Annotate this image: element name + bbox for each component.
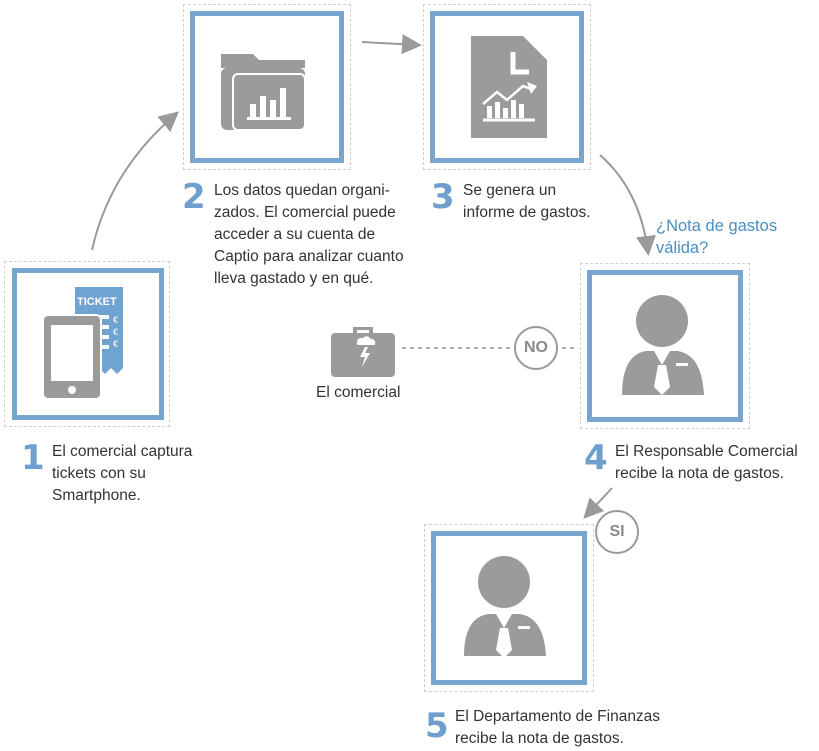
step-2-number: 2 bbox=[182, 177, 206, 217]
step-2-text: Los datos quedan organi- zados. El comer… bbox=[214, 180, 404, 290]
smartphone-ticket-icon: € € € TICKET bbox=[42, 287, 123, 400]
step-1-line-3: Smartphone. bbox=[52, 487, 141, 504]
step-4-line-2: recibe la nota de gastos. bbox=[615, 465, 784, 482]
step-5-frame bbox=[431, 531, 587, 685]
step-1-number: 1 bbox=[21, 438, 45, 478]
step-2-line-5: lleva gastado y en qué. bbox=[214, 270, 374, 287]
briefcase-icon bbox=[331, 327, 395, 377]
step-1-line-2: tickets con su bbox=[52, 465, 146, 482]
smartphone-icon bbox=[42, 314, 102, 400]
step-3-text: Se genera un informe de gastos. bbox=[463, 180, 591, 224]
step-4-outer-frame bbox=[580, 263, 750, 429]
svg-text:€: € bbox=[113, 315, 118, 325]
arrow-3-to-4 bbox=[599, 154, 656, 256]
step-3-number: 3 bbox=[431, 177, 455, 217]
step-3-line-2: informe de gastos. bbox=[463, 204, 591, 221]
svg-text:€: € bbox=[113, 339, 118, 349]
step-3-line-1: Se genera un bbox=[463, 182, 557, 199]
step-4-number: 4 bbox=[584, 438, 608, 478]
ticket-label: TICKET bbox=[77, 296, 117, 308]
step-5-line-2: recibe la nota de gastos. bbox=[455, 730, 624, 747]
step-2-line-2: zados. El comercial puede bbox=[214, 204, 396, 221]
step-3-frame bbox=[430, 11, 584, 163]
question-line-2: válida? bbox=[656, 239, 709, 257]
arrow-1-to-2 bbox=[91, 111, 180, 251]
step-5-line-1: El Departamento de Finanzas bbox=[455, 708, 661, 725]
finance-person-icon bbox=[464, 556, 546, 658]
arrow-2-to-3 bbox=[361, 34, 422, 55]
step-5-text: El Departamento de Finanzas recibe la no… bbox=[455, 706, 660, 750]
step-2-line-4: Captio para analizar cuanto bbox=[214, 248, 404, 265]
step-2-line-1: Los datos quedan organi- bbox=[214, 182, 390, 199]
step-1-outer-frame bbox=[4, 261, 170, 427]
svg-text:€: € bbox=[113, 327, 118, 337]
no-badge: NO bbox=[514, 326, 558, 370]
step-5-number: 5 bbox=[425, 706, 449, 746]
step-5-outer-frame bbox=[424, 524, 594, 692]
folder-chart-icon bbox=[221, 54, 306, 131]
step-4-line-1: El Responsable Comercial bbox=[615, 443, 798, 460]
step-2-line-3: acceder a su cuenta de bbox=[214, 226, 376, 243]
arrow-4-to-5 bbox=[583, 487, 613, 519]
manager-icon bbox=[622, 295, 704, 395]
step-3-outer-frame bbox=[423, 4, 591, 170]
step-4-text: El Responsable Comercial recibe la nota … bbox=[615, 441, 798, 485]
step-2-outer-frame bbox=[183, 4, 351, 170]
step-1-frame: € € € TICKET bbox=[12, 268, 164, 420]
valid-question: ¿Nota de gastos válida? bbox=[656, 215, 777, 259]
step-4-frame bbox=[587, 270, 743, 422]
question-line-1: ¿Nota de gastos bbox=[656, 217, 778, 235]
step-2-frame bbox=[190, 11, 344, 163]
step-1-line-1: El comercial captura bbox=[52, 443, 193, 460]
si-badge: SI bbox=[595, 510, 639, 554]
comercial-label: El comercial bbox=[316, 384, 401, 401]
step-1-text: El comercial captura tickets con su Smar… bbox=[52, 441, 192, 507]
report-chart-icon bbox=[471, 36, 547, 138]
